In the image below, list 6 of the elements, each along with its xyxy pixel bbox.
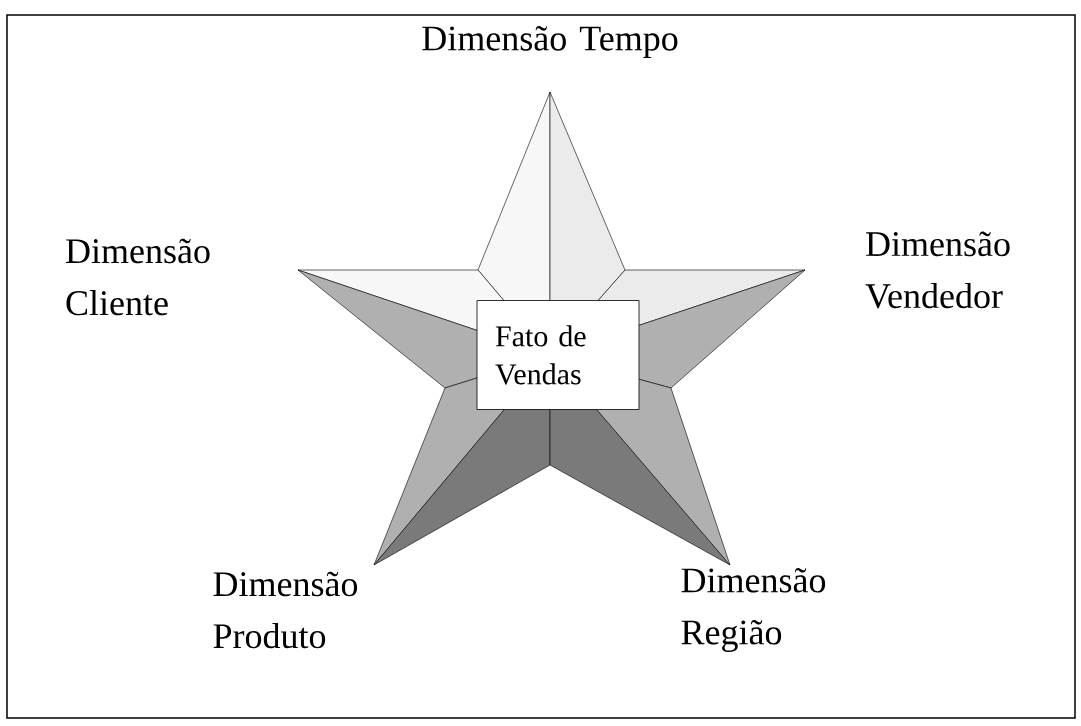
dimension-label: Dimensão Vendedor	[865, 231, 1010, 309]
dimension-label: Dimensão Tempo	[422, 26, 678, 58]
fact-box: Fato de Vendas	[476, 300, 640, 410]
dimension-label: Dimensão Região	[681, 568, 826, 652]
dimension-label: Dimensão Produto	[213, 571, 358, 649]
dimension-label: Dimensão Cliente	[66, 238, 210, 316]
